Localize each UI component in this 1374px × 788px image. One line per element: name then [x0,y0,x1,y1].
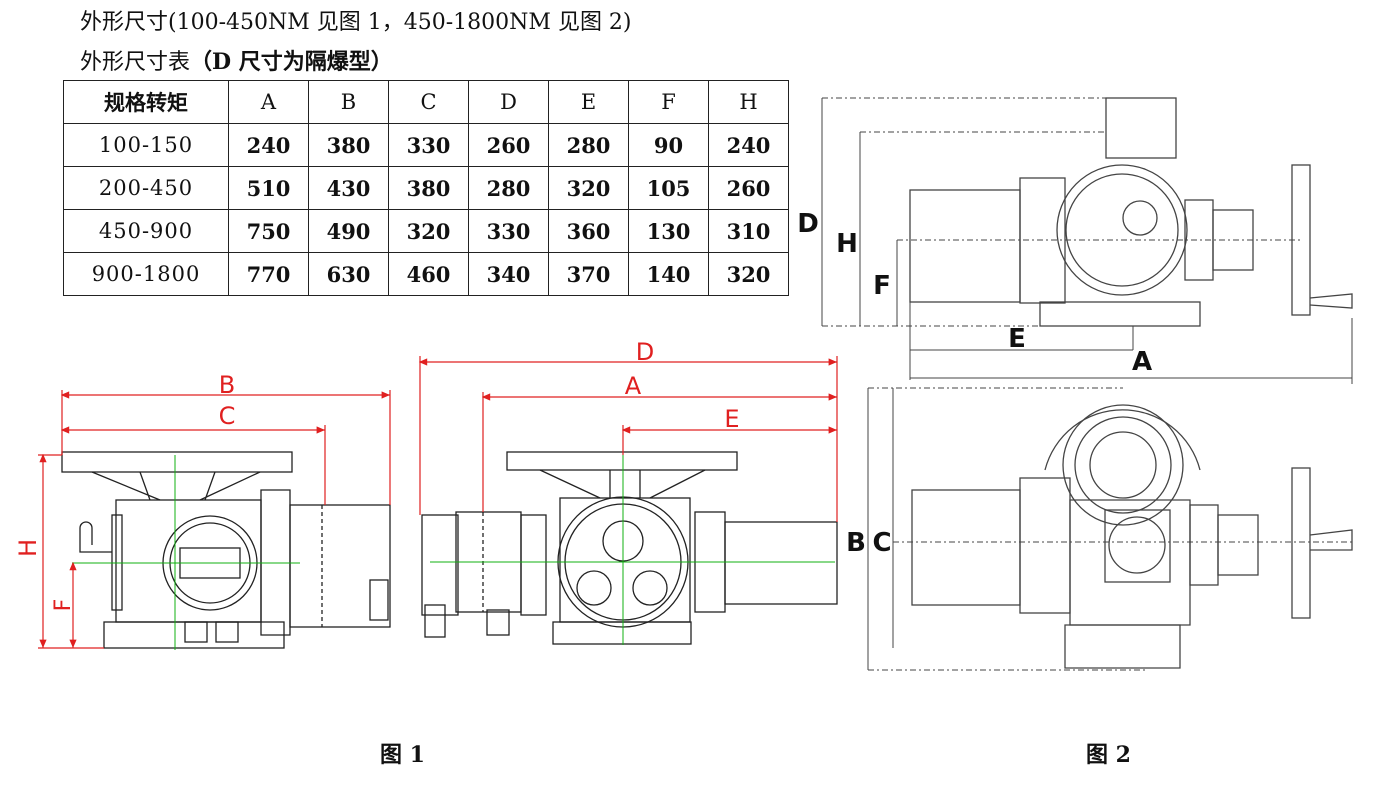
dim-label-E: E [724,405,739,433]
header-D: D [468,80,549,124]
cell-A: 750 [228,209,309,253]
table-title-note: （D 尺寸为隔爆型） [190,49,393,75]
figure1-front-dimensions [418,356,838,522]
cell-H: 310 [708,209,789,253]
table-header-row: 规格转矩 A B C D E F H [63,80,789,124]
cell-spec: 200-450 [63,166,229,210]
fig2-label-B: B [846,528,866,558]
dimensions-note: 外形尺寸(100-450NM 见图 1，450-1800NM 见图 2) [80,10,632,35]
fig2-label-A: A [1132,347,1152,377]
cell-H: 240 [708,123,789,167]
header-H: H [708,80,789,124]
cell-A: 240 [228,123,309,167]
figure1-caption: 图 1 [380,742,425,768]
figure1-side-dimensions [38,390,391,649]
cell-spec: 900-1800 [63,252,229,296]
fig2-label-C: C [872,528,891,558]
cell-B: 380 [308,123,389,167]
cell-D: 340 [468,252,549,296]
fig2-label-E: E [1008,324,1026,354]
cell-spec: 450-900 [63,209,229,253]
figure2-side-dimensions [821,97,1353,384]
header-spec: 规格转矩 [63,80,229,124]
dim-label-A: A [625,372,642,400]
table-title-prefix: 外形尺寸表 [80,50,191,75]
cell-spec: 100-150 [63,123,229,167]
fig2-label-D: D [797,209,819,239]
dim-label-D: D [636,338,654,366]
figure1-side-centerlines [72,455,300,650]
fig2-label-F: F [873,271,891,301]
dim-label-F: F [51,599,76,612]
cell-B: 630 [308,252,389,296]
figure1-side-view [61,451,391,649]
table-title: 外形尺寸表（D 尺寸为隔爆型） [80,44,393,76]
dim-label-B: B [219,371,235,399]
cell-D: 260 [468,123,549,167]
figure1-front-view [421,451,838,645]
cell-E: 370 [548,252,629,296]
cell-F: 140 [628,252,709,296]
figure1-front-centerlines [430,455,835,645]
cell-B: 490 [308,209,389,253]
fig2-label-H: H [836,229,858,259]
cell-C: 320 [388,209,469,253]
dimension-table: 规格转矩 A B C D E F H 100-150 240 380 330 2… [63,80,789,296]
cell-A: 510 [228,166,309,210]
dim-label-C: C [219,402,236,430]
figure2-caption: 图 2 [1086,742,1131,768]
cell-C: 330 [388,123,469,167]
cell-E: 280 [548,123,629,167]
figure2-top-view [911,404,1353,669]
cell-C: 460 [388,252,469,296]
dim-label-H: H [14,539,42,557]
table-row: 900-1800 770 630 460 340 370 140 320 [63,252,789,296]
cell-H: 320 [708,252,789,296]
header-A: A [228,80,309,124]
figure2-top-dimensions [867,387,1352,671]
table-row: 200-450 510 430 380 280 320 105 260 [63,166,789,210]
cell-C: 380 [388,166,469,210]
cell-D: 330 [468,209,549,253]
